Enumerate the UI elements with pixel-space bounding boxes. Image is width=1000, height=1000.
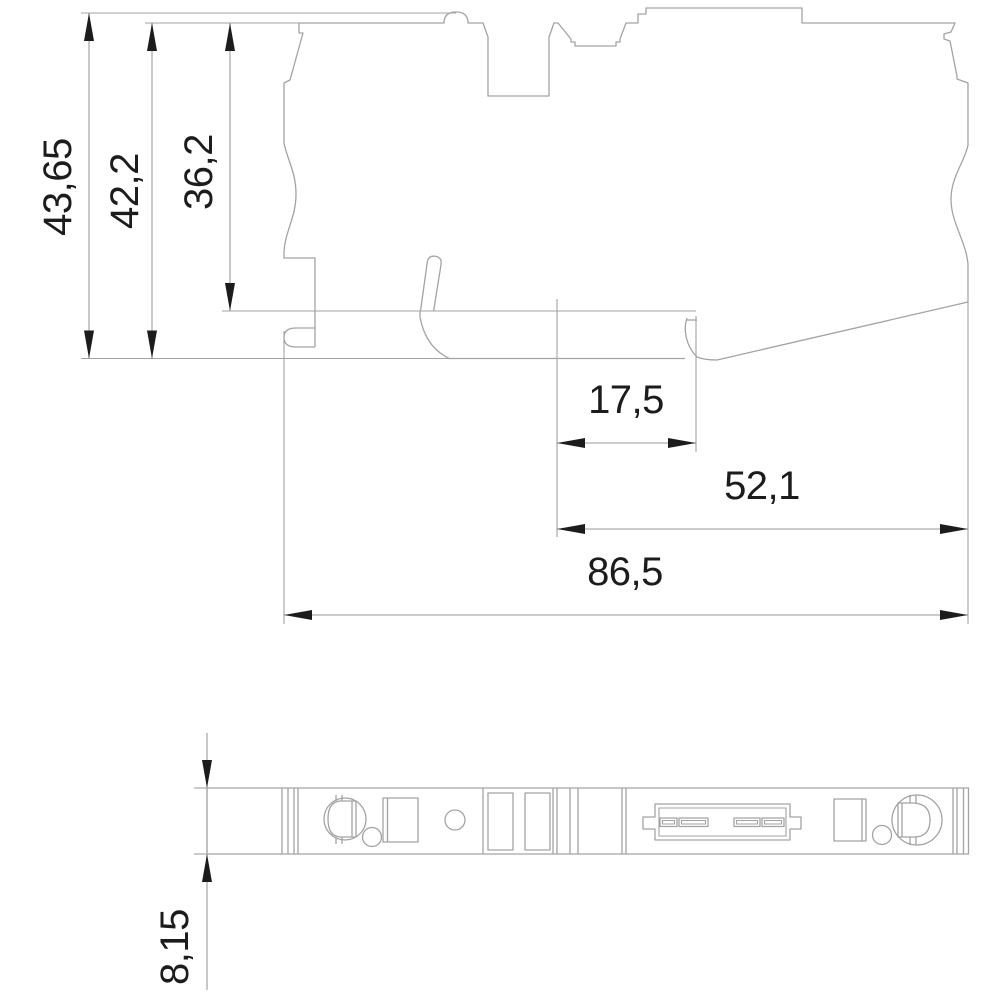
jumper-slot-3: [733, 817, 761, 828]
test-hole-right: [871, 824, 893, 846]
dimension-thickness: 8,15: [153, 733, 222, 990]
partition-lines-right: [952, 788, 965, 854]
dimension-total-height: 43,65: [36, 13, 94, 359]
arrowhead-down: [84, 330, 94, 359]
jumper-slot-1-inner: [661, 819, 676, 825]
dimension-total-width: 86,5: [284, 550, 968, 620]
partition-lines-mid: [552, 788, 627, 854]
dimension-body-height: 42,2: [103, 23, 157, 359]
side-profile-left-edge: [283, 23, 316, 347]
arrowhead-up: [84, 13, 94, 41]
wire-entry-left: [382, 797, 419, 843]
arrowhead-down: [202, 760, 212, 788]
jumper-slot-4-inner: [763, 819, 783, 825]
function-shaft-2: [524, 792, 551, 851]
jumper-plate: [642, 803, 802, 841]
arrowhead-down: [147, 330, 157, 359]
arrowhead-up: [147, 23, 157, 51]
side-profile-outline: [299, 7, 969, 361]
arrowhead-up: [202, 854, 212, 882]
screw-slot-ticks-left: [335, 795, 343, 844]
screw-slot-left: [327, 800, 357, 838]
arrowhead-left: [284, 610, 312, 620]
dimension-rail-height: 36,2: [177, 23, 235, 311]
arrowhead-up: [225, 23, 235, 51]
jumper-plate-inner: [658, 807, 787, 837]
arrowhead-left: [557, 438, 585, 448]
arrowhead-left: [557, 524, 585, 534]
dimension-rail-offset: 17,5: [557, 378, 696, 448]
wire-entry-right: [833, 798, 867, 842]
bottom-profile-view: [206, 787, 970, 855]
function-shaft-1: [487, 792, 514, 851]
screw-slot-right: [897, 802, 931, 838]
arrowhead-down: [225, 283, 235, 311]
test-socket-left: [444, 809, 466, 831]
screw-slot-ticks-right: [909, 795, 917, 845]
jumper-slot-1: [659, 817, 678, 828]
bottom-foot-edge: [419, 311, 685, 360]
dim-label-partial-width: 52,1: [724, 464, 800, 508]
dim-label-total-height: 43,65: [36, 138, 80, 236]
arrowhead-right: [668, 438, 696, 448]
dim-label-body-height: 42,2: [103, 153, 147, 229]
dim-label-total-width: 86,5: [587, 550, 663, 594]
jumper-slot-2-inner: [680, 819, 707, 825]
din-rail-hook: [283, 327, 315, 348]
partition-lines-left: [281, 788, 299, 854]
extension-lines: [81, 12, 969, 624]
arrowhead-right: [940, 524, 968, 534]
jumper-slot-4: [761, 817, 785, 828]
dim-label-rail-offset: 17,5: [588, 378, 664, 422]
strip-outline: [206, 787, 970, 855]
test-hole-left: [361, 826, 383, 848]
clamp-screw-right: [891, 794, 943, 846]
jumper-slot-3-inner: [735, 819, 759, 825]
dim-label-thickness: 8,15: [153, 909, 197, 985]
side-profile-view: [283, 7, 969, 361]
release-lever: [419, 255, 442, 312]
dimension-partial-width: 52,1: [557, 464, 968, 534]
jumper-slot-2: [678, 817, 709, 828]
clamp-screw-left: [323, 797, 367, 841]
arrowhead-right: [940, 610, 968, 620]
dim-label-rail-height: 36,2: [177, 134, 221, 210]
